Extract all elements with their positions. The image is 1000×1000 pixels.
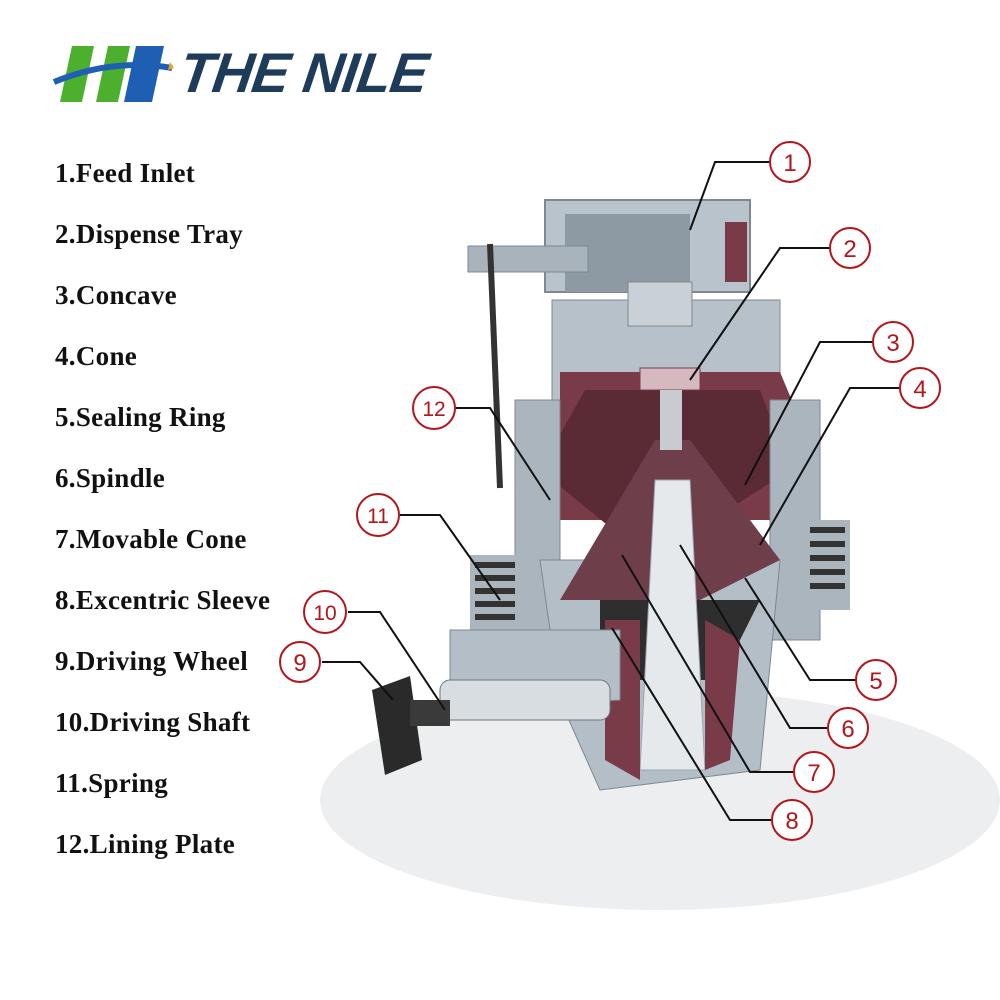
leader-line-11 — [400, 514, 501, 601]
excentric-sleeve-right — [705, 620, 740, 770]
feed-arm — [467, 245, 589, 273]
legend-item-sealing-ring: 5.Sealing Ring — [55, 402, 226, 432]
callout-9: 9 — [279, 641, 321, 683]
callout-5: 5 — [855, 659, 897, 701]
legend-item-spring: 11.Spring — [55, 768, 168, 798]
legend-item-driving-wheel: 9.Driving Wheel — [55, 646, 248, 676]
legend-item-spindle: 6.Spindle — [55, 463, 166, 493]
spring-right — [805, 520, 850, 610]
legend-item-feed-inlet: 1.Feed Inlet — [55, 158, 196, 188]
brand-logo: THE NILE — [52, 38, 432, 110]
wheel-hub — [410, 700, 450, 726]
hopper-liner — [725, 222, 747, 282]
svg-text:12: 12 — [422, 398, 445, 421]
callouts: 1 2 3 4 5 6 7 8 9 10 11 12 — [279, 141, 941, 841]
logo-mark-icon — [52, 46, 174, 102]
svg-text:3: 3 — [886, 330, 899, 357]
callout-12: 12 — [412, 386, 456, 430]
callout-11: 11 — [356, 493, 400, 537]
leader-line-7 — [621, 554, 794, 773]
svg-text:11: 11 — [367, 505, 389, 528]
leader-line-6 — [679, 544, 828, 729]
svg-text:10: 10 — [313, 602, 336, 625]
feed-inlet-inner — [565, 214, 690, 292]
svg-text:6: 6 — [841, 716, 854, 743]
leader-line-12 — [456, 407, 551, 501]
callout-3: 3 — [872, 321, 914, 363]
tray-stem — [660, 390, 682, 450]
legend-item-lining-plate: 12.Lining Plate — [55, 829, 236, 859]
crusher-body — [372, 199, 850, 791]
leader-line-1 — [689, 161, 770, 231]
floor-shadow — [320, 690, 1000, 910]
legend-item-concave: 3.Concave — [55, 280, 177, 310]
svg-text:5: 5 — [869, 668, 882, 695]
leader-line-2 — [689, 247, 830, 381]
svg-text:2: 2 — [843, 236, 856, 263]
dispense-tube — [627, 281, 693, 327]
driving-wheel — [372, 676, 422, 775]
callout-2: 2 — [829, 227, 871, 269]
leader-line-9 — [322, 661, 394, 701]
leader-line-5 — [744, 577, 856, 681]
legend-item-driving-shaft: 10.Driving Shaft — [55, 707, 251, 737]
driving-shaft — [439, 679, 611, 721]
callout-10: 10 — [303, 590, 347, 634]
callout-4: 4 — [899, 367, 941, 409]
tie-rod — [487, 243, 503, 489]
svg-text:4: 4 — [913, 376, 926, 403]
legend-item-dispense-tray: 2.Dispense Tray — [55, 219, 244, 249]
leader-line-3 — [744, 341, 872, 486]
callout-6: 6 — [827, 707, 869, 749]
svg-text:1: 1 — [783, 150, 796, 177]
svg-text:7: 7 — [807, 760, 820, 787]
callout-1: 1 — [769, 141, 811, 183]
leader-lines — [322, 161, 900, 821]
callout-8: 8 — [771, 799, 813, 841]
leader-line-8 — [611, 627, 772, 821]
legend-item-movable-cone: 7.Movable Cone — [55, 524, 247, 554]
leader-line-10 — [348, 611, 446, 711]
svg-text:9: 9 — [293, 650, 306, 677]
callout-7: 7 — [793, 751, 835, 793]
leader-line-4 — [759, 387, 900, 546]
legend-item-excentric-sleeve: 8.Excentric Sleeve — [55, 585, 271, 615]
svg-text:8: 8 — [785, 808, 798, 835]
legend-item-cone: 4.Cone — [55, 341, 138, 371]
